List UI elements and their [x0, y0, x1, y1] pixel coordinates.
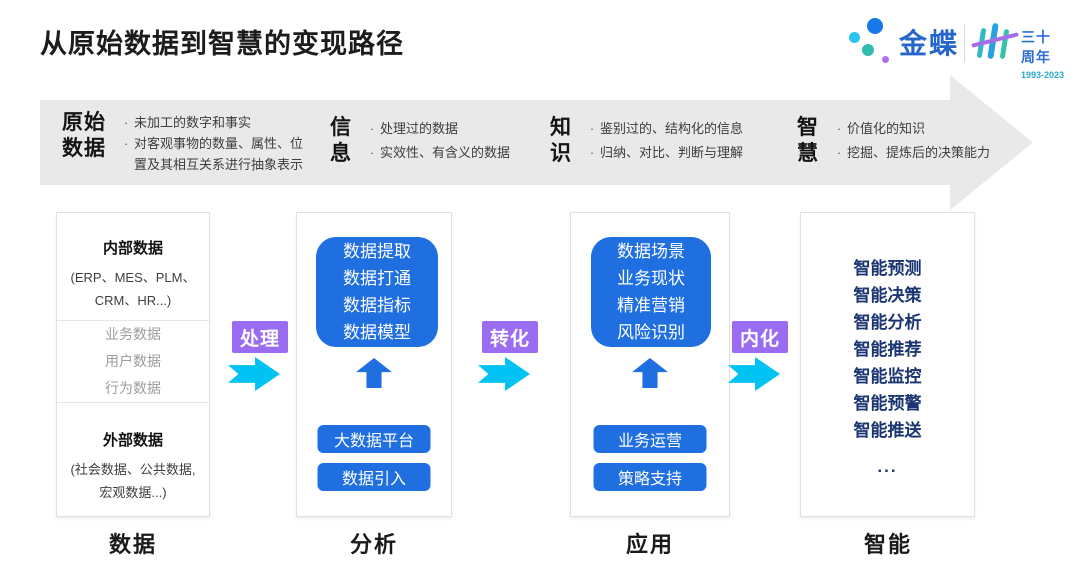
analysis-line: 数据模型	[343, 323, 411, 342]
external-data-section: 外部数据 (社会数据、公共数据, 宏观数据...)	[57, 403, 209, 504]
banner-stage-wisdom: 智 慧 · 价值化的知识 · 挖掘、提炼后的决策能力	[797, 115, 990, 167]
connector-badge-transform: 转化	[482, 321, 538, 353]
external-data-title: 外部数据	[102, 432, 163, 449]
application-column-box: 数据场景 业务现状 精准营销 风险识别 业务运营 策略支持	[570, 212, 730, 517]
stage-point: · 实效性、有含义的数据	[364, 141, 510, 165]
banner-stage-information: 信 息 · 处理过的数据 · 实效性、有含义的数据	[330, 115, 510, 167]
point-text: 对客观事物的数量、属性、位 置及其相互关系进行抽象表示	[134, 136, 304, 172]
kingdee-logo: 金蝶 三十周年 1993-2023	[845, 12, 1065, 80]
middle-data-item: 用户数据	[105, 353, 161, 369]
right-arrow-icon	[228, 357, 280, 391]
column-footer-application: 应用	[625, 532, 675, 557]
stage-point: · 归纳、对比、判断与理解	[584, 141, 743, 165]
data-column-box: 内部数据 (ERP、MES、PLM、 CRM、HR...) 业务数据 用户数据 …	[56, 212, 210, 517]
strategy-support-button: 策略支持	[593, 463, 707, 491]
stage-point: · 挖掘、提炼后的决策能力	[831, 141, 990, 165]
up-arrow-icon	[356, 358, 392, 388]
application-main-box: 数据场景 业务现状 精准营销 风险识别	[591, 237, 711, 347]
analysis-line: 数据提取	[343, 242, 411, 261]
application-line: 风险识别	[617, 323, 685, 342]
middle-data-section: 业务数据 用户数据 行为数据	[57, 321, 209, 403]
point-text: 未加工的数字和事实	[134, 115, 252, 130]
internal-data-detail: (ERP、MES、PLM、 CRM、HR...)	[70, 270, 196, 308]
stage-name: 知 识	[550, 116, 572, 165]
process-arrow-banner: 原始 数据 · 未加工的数字和事实 · 对客观事物的数量、属性、位 置及其相互关…	[40, 75, 1033, 210]
point-text: 归纳、对比、判断与理解	[600, 145, 744, 160]
bullet-icon: ·	[123, 136, 129, 151]
application-line: 数据场景	[617, 242, 685, 261]
point-text: 处理过的数据	[380, 121, 459, 136]
data-import-button: 数据引入	[317, 463, 431, 491]
logo-dot-teal-icon	[862, 44, 874, 56]
point-text: 实效性、有含义的数据	[380, 145, 511, 160]
stage-point: · 未加工的数字和事实	[118, 112, 303, 133]
stage-points: · 价值化的知识 · 挖掘、提炼后的决策能力	[831, 115, 990, 167]
big-data-platform-button: 大数据平台	[317, 425, 431, 453]
point-text: 鉴别过的、结构化的信息	[600, 121, 744, 136]
up-arrow-icon	[632, 358, 668, 388]
point-text: 价值化的知识	[847, 121, 926, 136]
stage-point: · 鉴别过的、结构化的信息	[584, 117, 743, 141]
stage-points: · 鉴别过的、结构化的信息 · 归纳、对比、判断与理解	[584, 115, 743, 167]
right-arrow-icon	[728, 357, 780, 391]
stage-name: 原始 数据	[62, 111, 106, 160]
banner-stage-knowledge: 知 识 · 鉴别过的、结构化的信息 · 归纳、对比、判断与理解	[550, 115, 743, 167]
column-footer-data: 数据	[108, 532, 158, 557]
connector-badge-process: 处理	[232, 321, 288, 353]
stage-name: 智 慧	[797, 116, 819, 165]
banner-stage-raw-data: 原始 数据 · 未加工的数字和事实 · 对客观事物的数量、属性、位 置及其相互关…	[62, 110, 303, 175]
anniv-bar-right	[999, 28, 1010, 60]
stage-points: · 未加工的数字和事实 · 对客观事物的数量、属性、位 置及其相互关系进行抽象表…	[118, 110, 303, 175]
stage-points: · 处理过的数据 · 实效性、有含义的数据	[364, 115, 510, 167]
column-footer-intelligence: 智能	[863, 532, 913, 557]
intelligence-ellipsis: ...	[877, 457, 898, 476]
brand-name: 金蝶	[899, 28, 960, 59]
intelligence-item: 智能推送	[853, 421, 922, 440]
external-data-detail: (社会数据、公共数据, 宏观数据...)	[70, 462, 196, 500]
bullet-icon: ·	[123, 115, 129, 130]
intelligence-item: 智能决策	[853, 286, 922, 305]
bullet-icon: ·	[369, 145, 375, 160]
thirty-anniversary-mark-icon	[971, 20, 1019, 66]
connector-badge-internalize: 内化	[732, 321, 788, 353]
column-footer-analysis: 分析	[349, 532, 399, 557]
internal-data-title: 内部数据	[102, 240, 163, 257]
analysis-line: 数据指标	[343, 296, 411, 315]
middle-data-item: 业务数据	[105, 326, 161, 342]
analysis-main-box: 数据提取 数据打通 数据指标 数据模型	[316, 237, 438, 347]
intelligence-list: 智能预测 智能决策 智能分析 智能推荐 智能监控 智能预警 智能推送 ...	[801, 213, 974, 480]
application-line: 业务现状	[617, 269, 685, 288]
bullet-icon: ·	[589, 145, 595, 160]
bullet-icon: ·	[836, 145, 842, 160]
application-line: 精准营销	[617, 296, 685, 315]
business-operation-button: 业务运营	[593, 425, 707, 453]
stage-point: · 价值化的知识	[831, 117, 990, 141]
analysis-column-box: 数据提取 数据打通 数据指标 数据模型 大数据平台 数据引入	[296, 212, 452, 517]
anniversary-years: 1993-2023	[1021, 70, 1065, 80]
anniversary-text: 三十周年 1993-2023	[1021, 27, 1065, 80]
anniversary-title: 三十周年	[1021, 29, 1051, 65]
logo-divider	[964, 24, 965, 62]
bullet-icon: ·	[589, 121, 595, 136]
page-title: 从原始数据到智慧的变现路径	[40, 29, 404, 59]
bullet-icon: ·	[369, 121, 375, 136]
intelligence-item: 智能预警	[853, 394, 922, 413]
intelligence-item: 智能预测	[853, 259, 922, 278]
internal-data-section: 内部数据 (ERP、MES、PLM、 CRM、HR...)	[57, 213, 209, 321]
intelligence-item: 智能分析	[853, 313, 922, 332]
intelligence-column-box: 智能预测 智能决策 智能分析 智能推荐 智能监控 智能预警 智能推送 ...	[800, 212, 975, 517]
stage-point: · 处理过的数据	[364, 117, 510, 141]
bullet-icon: ·	[836, 121, 842, 136]
logo-dot-cyan-icon	[849, 32, 860, 43]
logo-dot-purple-icon	[882, 56, 889, 63]
analysis-line: 数据打通	[343, 269, 411, 288]
logo-dot-blue-icon	[867, 18, 883, 34]
stage-point: · 对客观事物的数量、属性、位 置及其相互关系进行抽象表示	[118, 133, 303, 175]
middle-data-item: 行为数据	[105, 380, 161, 396]
right-arrow-icon	[478, 357, 530, 391]
stage-name: 信 息	[330, 116, 352, 165]
intelligence-item: 智能监控	[853, 367, 922, 386]
intelligence-item: 智能推荐	[853, 340, 922, 359]
point-text: 挖掘、提炼后的决策能力	[847, 145, 991, 160]
